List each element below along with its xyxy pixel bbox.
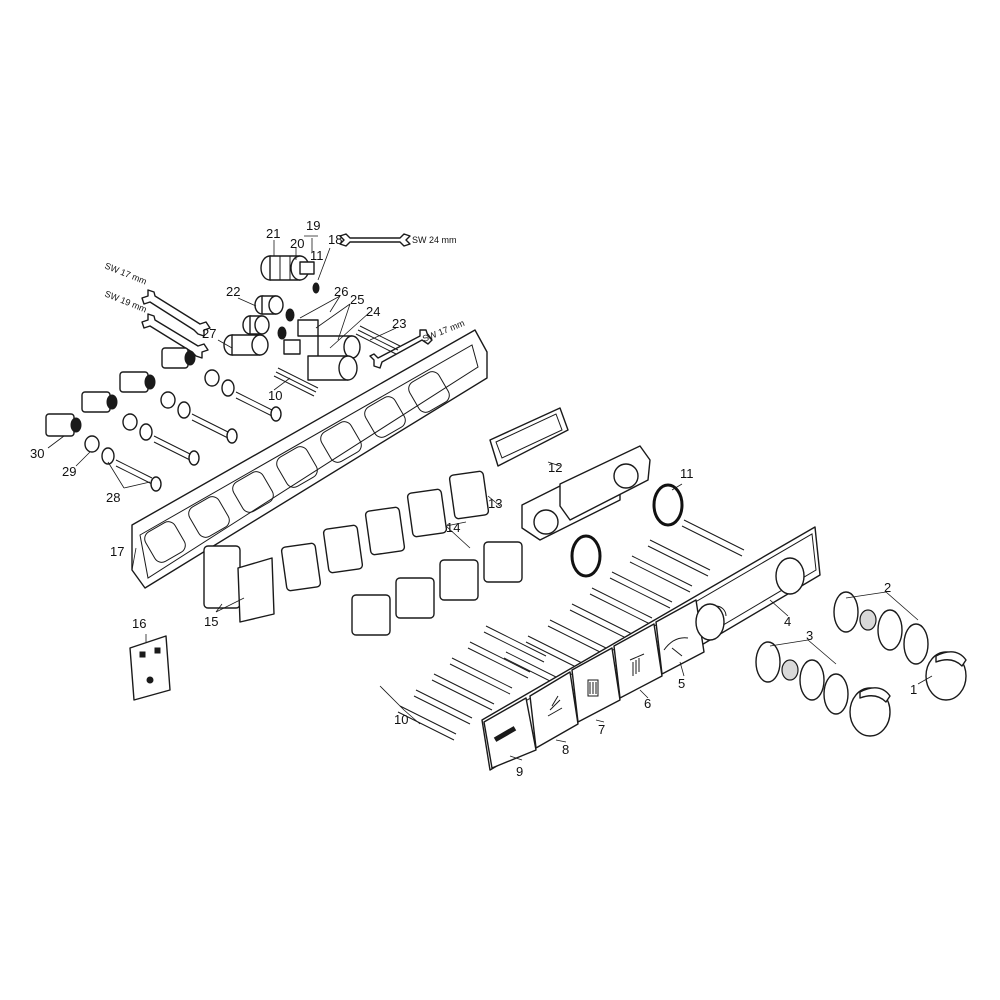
wrench-label-sw24: SW 24 mm (412, 235, 457, 245)
mounting-frame (131, 329, 488, 589)
part-number-3: 3 (806, 628, 813, 643)
part-number-26: 26 (334, 284, 348, 299)
part-number-12: 12 (548, 460, 562, 475)
part-number-25: 25 (350, 292, 364, 307)
frame-plate-15 (203, 545, 275, 623)
leader-lines (47, 235, 933, 761)
part-number-10-lower: 10 (394, 712, 408, 727)
wrench-label-sw19: SW 19 mm (103, 289, 148, 315)
part-number-11-right: 11 (680, 466, 694, 481)
part-number-22: 22 (226, 284, 240, 299)
part-number-23: 23 (392, 316, 406, 331)
part-number-10-upper: 10 (268, 388, 282, 403)
wrench-icon (369, 329, 433, 369)
part-number-15: 15 (204, 614, 218, 629)
seal-plates-lower (351, 541, 523, 636)
control-module-8 (529, 671, 579, 749)
wrench-icon (141, 289, 211, 337)
part-number-19: 19 (306, 218, 320, 233)
valve-stems-left (45, 347, 282, 492)
part-number-2: 2 (884, 580, 891, 595)
part-number-18: 18 (328, 232, 342, 247)
o-rings-11 (570, 483, 684, 578)
part-number-4: 4 (784, 614, 791, 629)
part-number-14: 14 (446, 520, 460, 535)
control-module-7 (571, 647, 621, 723)
control-module-6 (613, 623, 663, 699)
part-number-24: 24 (366, 304, 380, 319)
part-number-30: 30 (30, 446, 44, 461)
control-module-9 (483, 697, 537, 769)
wrench-label-sw17-left: SW 17 mm (103, 261, 148, 287)
part-number-9: 9 (516, 764, 523, 779)
ring-assembly-3 (755, 641, 849, 715)
cover-plate-16 (129, 635, 171, 701)
seal-frames-14 (280, 470, 490, 592)
part-number-20: 20 (290, 236, 304, 251)
valve-components (223, 295, 361, 381)
thermostat-cartridge (260, 255, 320, 294)
part-number-21: 21 (266, 226, 280, 241)
cover-plate-12 (489, 407, 569, 467)
thermostat-dial-4 (695, 557, 805, 641)
part-number-8: 8 (562, 742, 569, 757)
part-number-29: 29 (62, 464, 76, 479)
part-number-27: 27 (202, 326, 216, 341)
spring-parts (273, 325, 401, 397)
knob-3 (849, 687, 891, 737)
part-number-13: 13 (488, 496, 502, 511)
wrench-icon (339, 233, 411, 247)
part-number-28: 28 (106, 490, 120, 505)
part-number-17: 17 (110, 544, 124, 559)
part-number-6: 6 (644, 696, 651, 711)
control-module-5 (655, 599, 705, 675)
part-number-11-top: 11 (310, 248, 324, 263)
part-number-16: 16 (132, 616, 146, 631)
part-number-1: 1 (910, 682, 917, 697)
knob-1 (925, 651, 967, 701)
part-number-5: 5 (678, 676, 685, 691)
valve-body-13 (521, 445, 651, 541)
part-number-7: 7 (598, 722, 605, 737)
ring-assembly-2 (833, 591, 929, 665)
